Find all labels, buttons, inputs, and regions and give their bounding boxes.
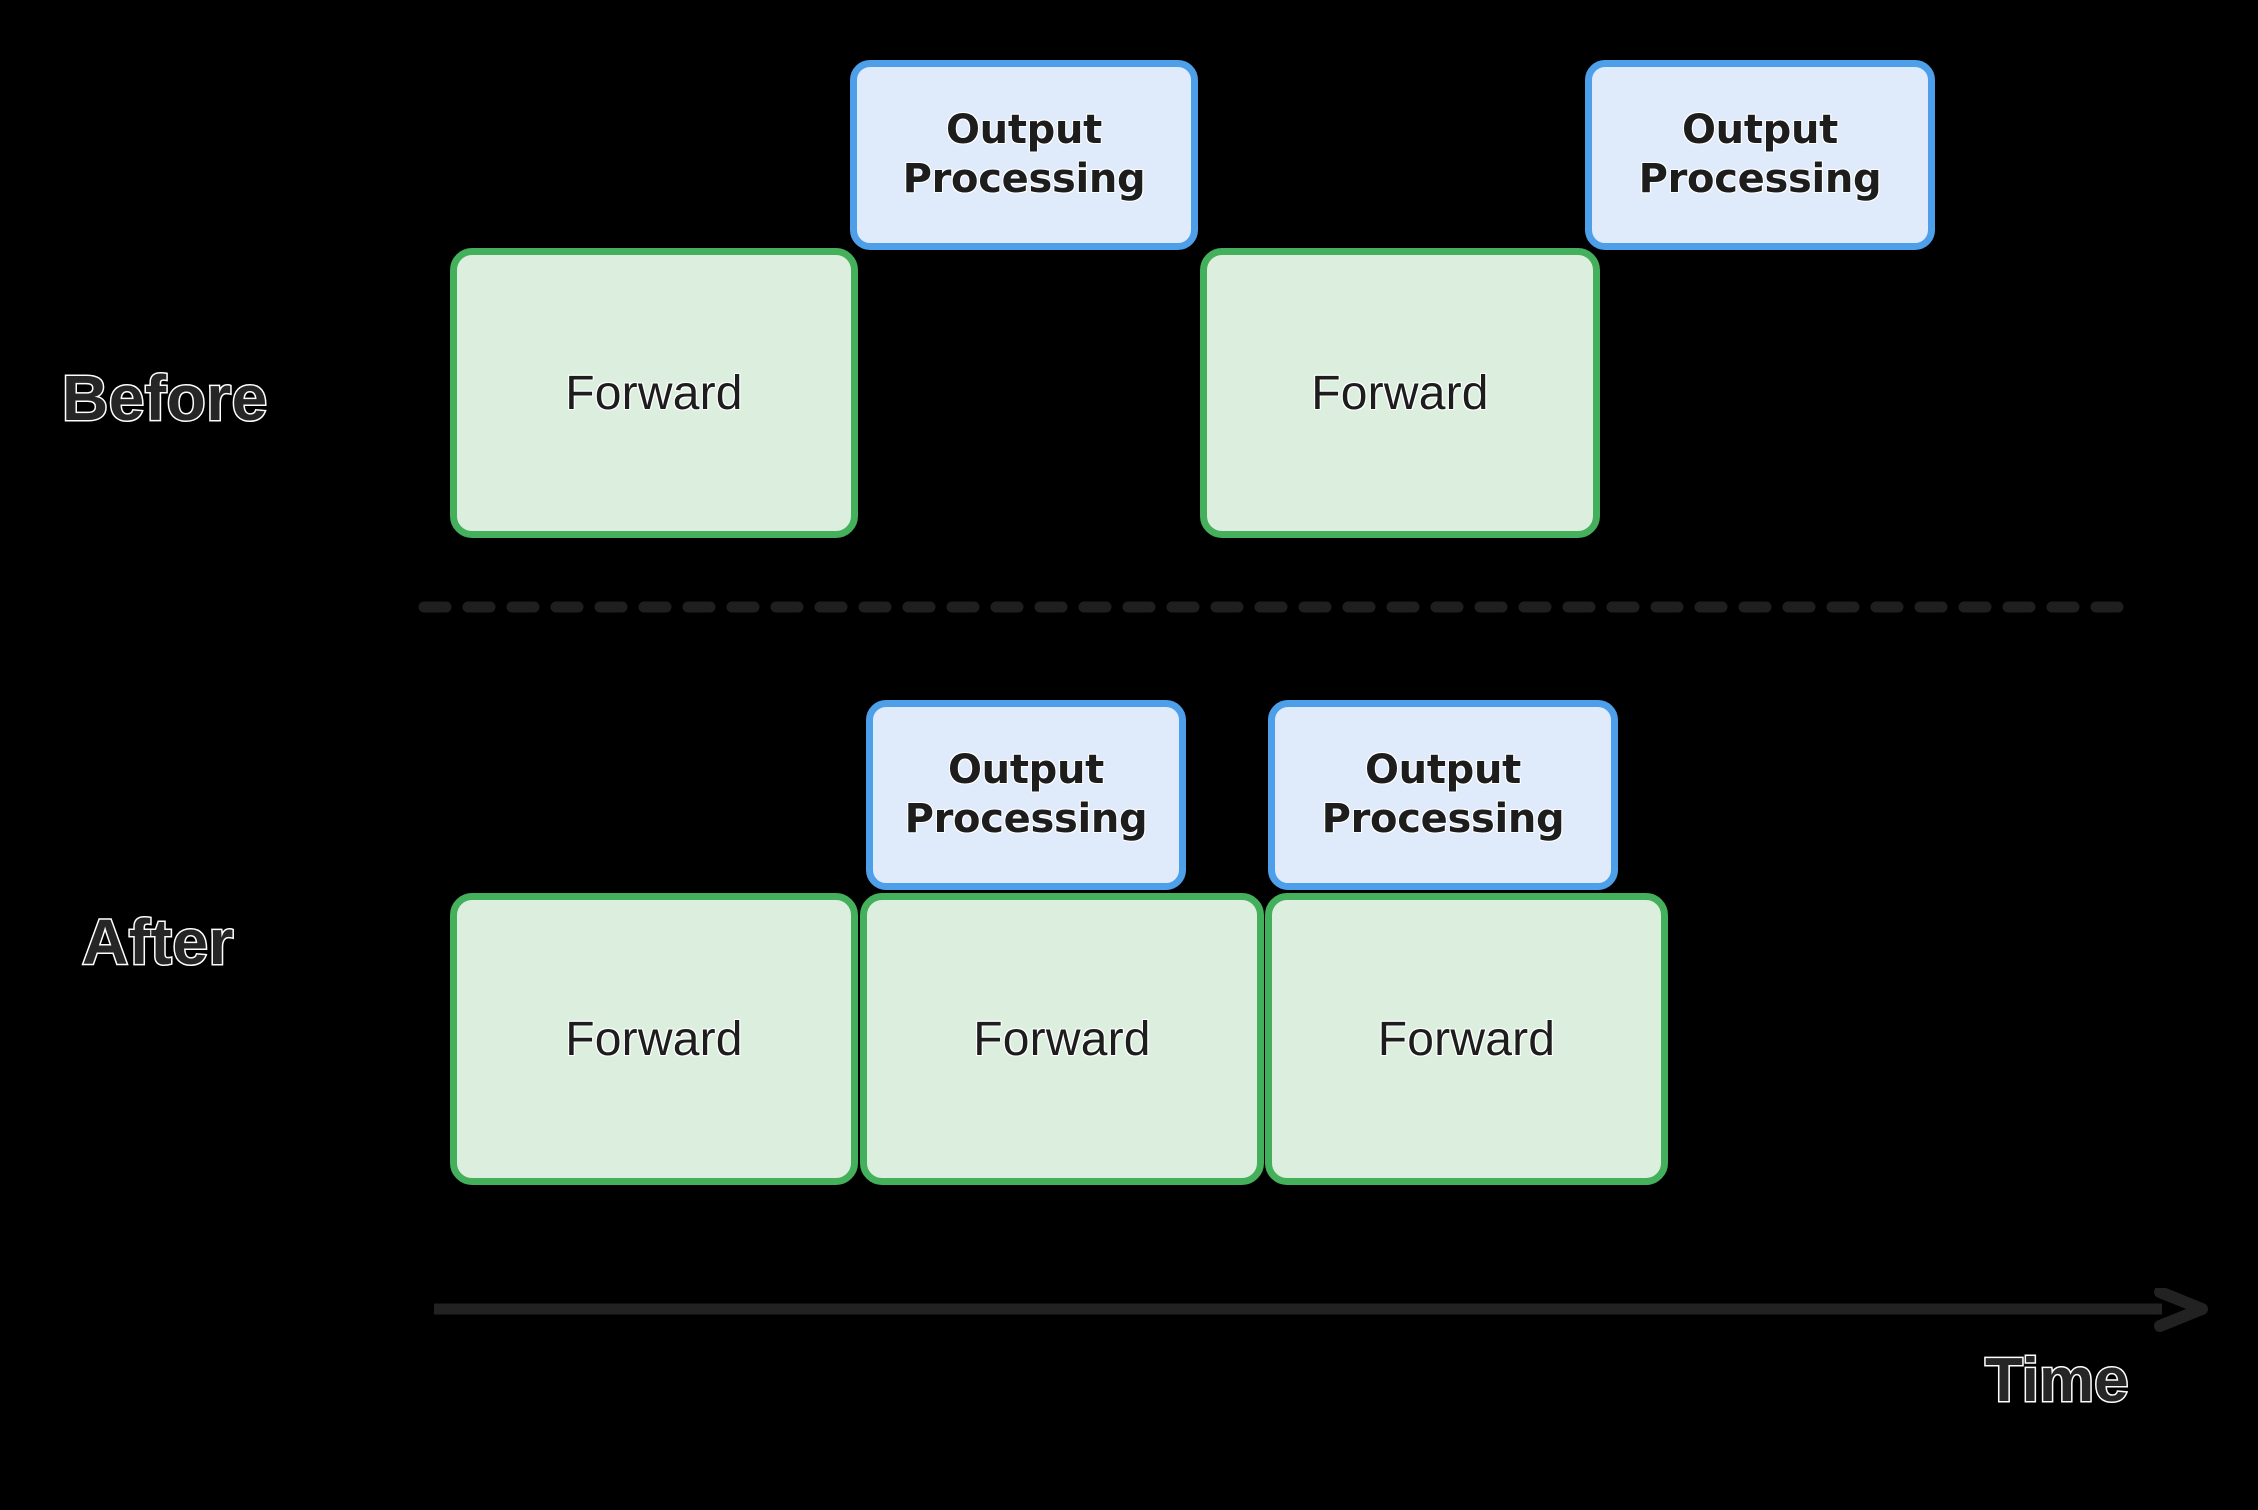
output-line-1: Output [1364, 747, 1522, 794]
after-output-processing-box-2: Output Processing [1268, 700, 1618, 890]
box-label: Forward [973, 1012, 1151, 1066]
output-line-2: Processing [1321, 796, 1565, 842]
box-label: Output Processing [1322, 746, 1565, 844]
output-line-2: Processing [1638, 156, 1882, 202]
after-output-processing-box-1: Output Processing [866, 700, 1186, 890]
before-forward-box-1: Forward [450, 248, 858, 538]
box-label: Forward [1377, 1012, 1556, 1066]
time-axis-label: Time [1984, 1346, 2131, 1415]
output-line-2: Processing [902, 156, 1146, 202]
before-output-processing-box-2: Output Processing [1585, 60, 1935, 250]
after-forward-box-2: Forward [860, 893, 1264, 1185]
box-label: Forward [565, 366, 743, 420]
before-forward-box-2: Forward [1200, 248, 1600, 538]
after-forward-box-1: Forward [450, 893, 858, 1185]
section-label-before: Before [61, 362, 269, 434]
output-line-1: Output [1681, 107, 1839, 154]
before-output-processing-box-1: Output Processing [850, 60, 1198, 250]
box-label: Output Processing [1639, 106, 1882, 204]
output-line-1: Output [945, 107, 1103, 154]
after-forward-box-3: Forward [1265, 893, 1668, 1185]
box-label: Output Processing [905, 746, 1148, 844]
box-label: Output Processing [903, 106, 1146, 204]
section-label-after: After [81, 906, 235, 978]
output-line-1: Output [947, 747, 1105, 794]
time-axis-arrow [430, 1288, 2208, 1336]
box-label: Forward [1311, 366, 1489, 420]
output-line-2: Processing [904, 796, 1148, 842]
box-label: Forward [565, 1012, 743, 1066]
section-divider [418, 601, 2128, 613]
